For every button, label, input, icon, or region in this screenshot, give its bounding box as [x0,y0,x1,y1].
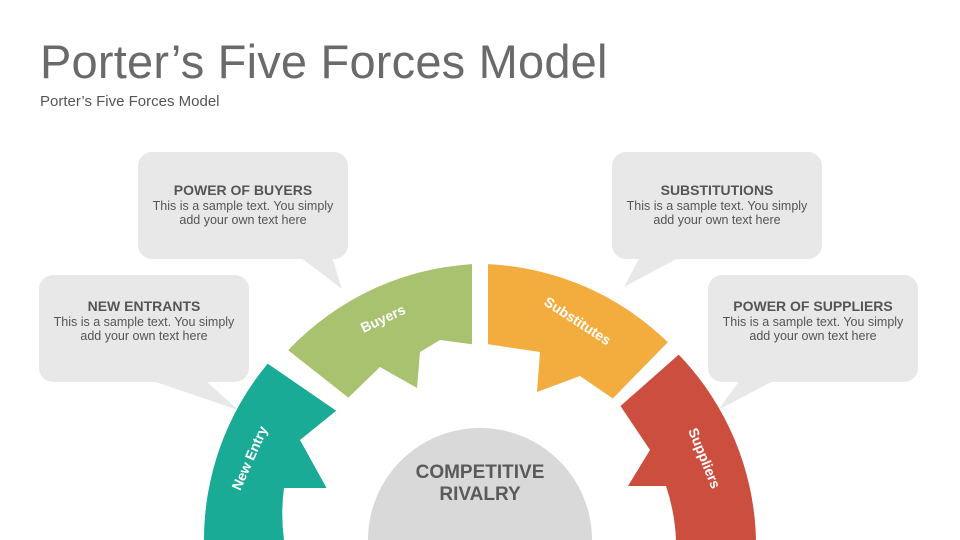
bubble-suppliers-heading: POWER OF SUPPLIERS [733,298,893,314]
bubble-new-entrants-content: NEW ENTRANTS This is a sample text. You … [52,298,236,343]
bubble-substitutions [612,152,822,287]
bubble-suppliers-content: POWER OF SUPPLIERS This is a sample text… [721,298,905,343]
bubble-suppliers [708,275,918,410]
center-label: COMPETITIVE RIVALRY [380,462,580,506]
bubble-buyers-heading: POWER OF BUYERS [173,182,313,198]
segment-substitutes [488,264,668,399]
bubble-new-entrants-heading: NEW ENTRANTS [87,298,201,314]
segment-suppliers [620,354,756,540]
bubble-new-entrants-text: This is a sample text. You simply add yo… [53,315,235,343]
bubble-substitutions-heading: SUBSTITUTIONS [660,182,774,198]
center-semicircle [368,428,592,540]
page-subtitle: Porter’s Five Forces Model [40,93,220,110]
bubble-buyers-text: This is a sample text. You simply add yo… [152,199,334,227]
bubble-new-entrants [39,275,249,410]
center-label-line2: RIVALRY [439,484,521,505]
bubble-substitutions-content: SUBSTITUTIONS This is a sample text. You… [625,182,809,227]
segment-buyers [288,264,472,398]
center-label-line1: COMPETITIVE [415,462,545,483]
bubble-buyers-content: POWER OF BUYERS This is a sample text. Y… [151,182,335,227]
segment-new-entry [204,363,337,540]
page-title: Porter’s Five Forces Model [40,35,608,88]
bubble-substitutions-text: This is a sample text. You simply add yo… [626,199,808,227]
bubble-buyers [138,152,348,289]
bubble-suppliers-text: This is a sample text. You simply add yo… [722,315,904,343]
